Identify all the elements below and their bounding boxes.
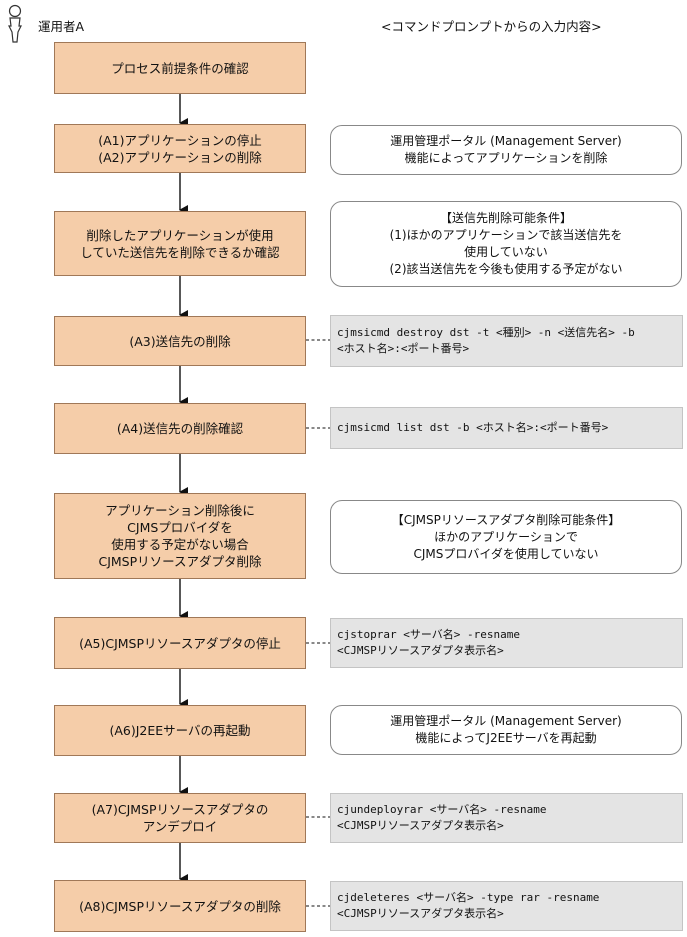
- command-list-destination: cjmsicmd list dst -b <ホスト名>:<ポート番号>: [330, 407, 683, 449]
- note-destination-deletion-conditions: 【送信先削除可能条件】 (1)ほかのアプリケーションで該当送信先を 使用していな…: [330, 201, 682, 287]
- step-stop-resource-adapter: (A5)CJMSPリソースアダプタの停止: [54, 617, 306, 669]
- step-delete-destination: (A3)送信先の削除: [54, 316, 306, 366]
- note-portal-restart-j2ee-server: 運用管理ポータル (Management Server) 機能によってJ2EEサ…: [330, 705, 682, 755]
- note-resource-adapter-deletion-conditions: 【CJMSPリソースアダプタ削除可能条件】 ほかのアプリケーションで CJMSプ…: [330, 500, 682, 574]
- command-destroy-destination: cjmsicmd destroy dst -t <種別> -n <送信先名> -…: [330, 315, 683, 367]
- step-delete-resource-adapter: (A8)CJMSPリソースアダプタの削除: [54, 880, 306, 932]
- operator-label: 運用者A: [38, 19, 85, 34]
- command-column-title: <コマンドプロンプトからの入力内容>: [381, 19, 602, 34]
- step-check-destination-deletable: 削除したアプリケーションが使用 していた送信先を削除できるか確認: [54, 211, 306, 276]
- step-undeploy-resource-adapter: (A7)CJMSPリソースアダプタの アンデプロイ: [54, 793, 306, 843]
- step-restart-j2ee-server: (A6)J2EEサーバの再起動: [54, 705, 306, 756]
- step-prerequisite-check: プロセス前提条件の確認: [54, 42, 306, 94]
- command-stop-resource-adapter: cjstoprar <サーバ名> -resname <CJMSPリソースアダプタ…: [330, 618, 683, 668]
- operator-person-icon: [8, 4, 22, 43]
- step-verify-destination-deleted: (A4)送信先の削除確認: [54, 403, 306, 454]
- note-portal-delete-application: 運用管理ポータル (Management Server) 機能によってアプリケー…: [330, 125, 682, 175]
- command-undeploy-resource-adapter: cjundeployrar <サーバ名> -resname <CJMSPリソース…: [330, 793, 683, 843]
- command-delete-resource-adapter: cjdeleteres <サーバ名> -type rar -resname <C…: [330, 881, 683, 931]
- step-resource-adapter-deletion-condition: アプリケーション削除後に CJMSプロバイダを 使用する予定がない場合 CJMS…: [54, 493, 306, 579]
- step-stop-delete-application: (A1)アプリケーションの停止 (A2)アプリケーションの削除: [54, 124, 306, 173]
